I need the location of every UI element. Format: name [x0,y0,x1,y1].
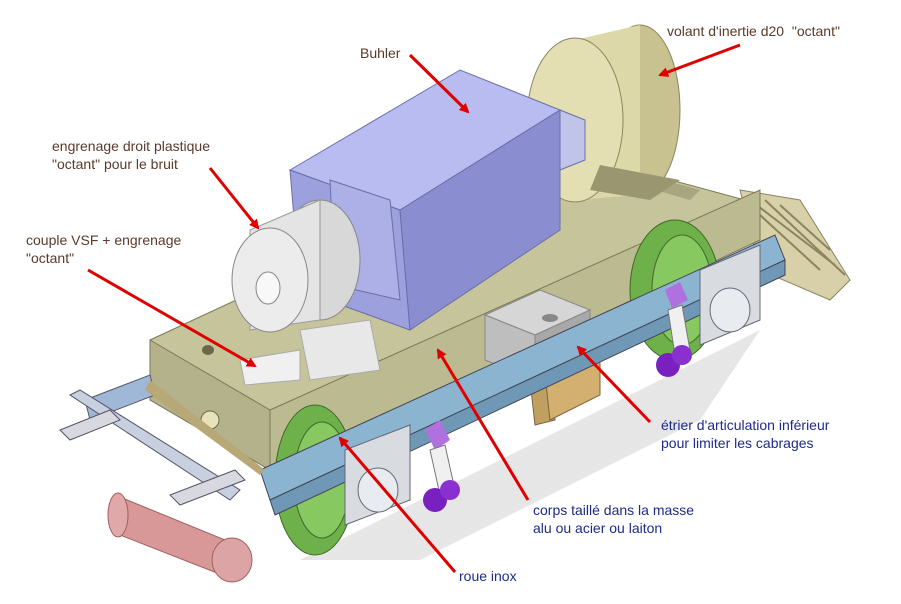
label-spur-gear-2: "octant" pour le bruit [52,156,178,172]
label-flywheel: volant d'inertie d20 "octant" [667,23,840,39]
label-wheel: roue inox [459,568,517,584]
label-stirrup-1: étrier d'articulation inférieur [661,417,830,433]
label-body-2: alu ou acier ou laiton [533,520,663,536]
label-spur-gear-1: engrenage droit plastique [52,138,211,154]
arrow-vsf [87,268,257,368]
gear-set [231,199,381,386]
arrow-body [436,348,530,501]
arrow-flywheel [658,43,741,77]
label-buhler: Buhler [360,45,401,61]
arrow-stirrup [576,345,652,424]
roller [107,492,253,583]
label-body-1: corps taillé dans la masse [533,502,695,518]
buffer-beam [59,374,246,506]
label-vsf-1: couple VSF + engrenage [26,232,182,248]
ground-shadow [300,330,760,560]
callout-arrows [87,43,741,573]
arrow-spur-gear [208,167,260,230]
purple-links [423,282,692,512]
label-vsf-2: "octant" [26,250,75,266]
arrow-wheel [338,436,457,573]
axle-boxes [344,244,761,526]
arrow-buhler [408,53,470,114]
label-stirrup-2: pour limiter les cabrages [661,435,814,451]
